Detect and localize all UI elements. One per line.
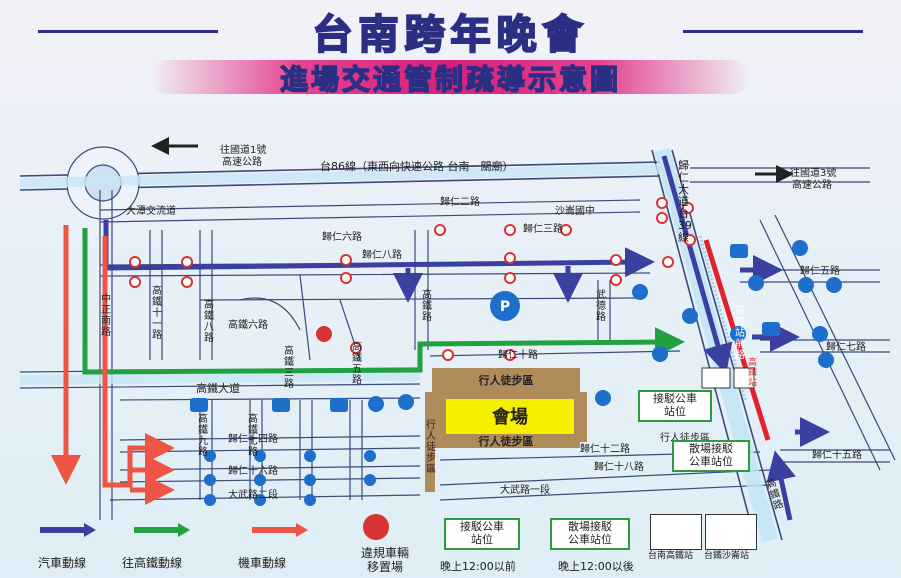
legend-car-label: 汽車動線 xyxy=(38,556,87,570)
hsr-station-icon xyxy=(650,514,702,550)
gaotie11-label: 高鐵十一路 xyxy=(152,286,162,341)
shuttle-stop-box: 接駁公車 站位 xyxy=(638,390,712,422)
legend-hsr-swatch xyxy=(134,523,190,537)
route86-overlay xyxy=(19,164,661,188)
rail-station-label: 高鐵站 xyxy=(748,358,758,388)
legend-scooter-swatch xyxy=(252,523,308,537)
freeway3-label-1: 往國道3號 xyxy=(790,166,836,179)
guiren12-label: 歸仁十二路 xyxy=(580,442,630,455)
guiren7-label: 歸仁七路 xyxy=(826,340,866,353)
gaotie-ave-label: 高鐵大道 xyxy=(196,381,240,395)
guiren14-label: 歸仁十四路 xyxy=(228,432,278,445)
rail-station-icon xyxy=(701,367,755,389)
svg-text:P: P xyxy=(500,299,510,315)
no-entry-signs xyxy=(129,197,696,361)
guiren18-label: 歸仁十八路 xyxy=(594,460,644,473)
gaotie-label: 高鐵路 xyxy=(422,290,432,323)
venue-label: 會場 xyxy=(492,406,528,428)
guiren16-label: 歸仁十六路 xyxy=(228,464,278,477)
legend-tow-label: 違規車輛 移置場 xyxy=(360,546,409,574)
dawu2-label: 大武路二段 xyxy=(228,488,278,501)
gaotie3-label: 高鐵三路 xyxy=(284,346,294,390)
landmark-label: 沙崙國中 xyxy=(555,204,595,217)
legend: 汽車動線 往高鐵動線 機車動線 違規車輛 移置場 接駁公車 站位 晚上12:00… xyxy=(0,510,901,578)
station-rd-label: 高鐵站前路 xyxy=(735,306,745,361)
hsr-routes xyxy=(82,228,685,375)
guiren10-label: 歸仁十路 xyxy=(498,348,538,361)
freeway1-label-1: 往國道1號 xyxy=(220,143,266,156)
gaotie-ave-overlay xyxy=(19,371,421,385)
tow-site-icon xyxy=(316,326,332,342)
rail-station-legend-label: 台鐵沙崙站 xyxy=(704,551,750,561)
legend-car-swatch xyxy=(40,523,96,537)
pedestrian-bottom-label: 行人徒步區 xyxy=(478,434,534,448)
legend-scooter-label: 機車動線 xyxy=(238,556,287,570)
hsr-station-label: 台南高鐵站 xyxy=(648,551,694,561)
route86-label: 台86線（東西向快速公路 台南－關廟） xyxy=(320,159,514,173)
gaotie8-label: 高鐵八路 xyxy=(204,300,214,344)
title-line-left xyxy=(38,30,218,33)
wude-label: 武德路 xyxy=(596,290,606,323)
legend-tow-icon xyxy=(363,514,389,540)
subtitle-band xyxy=(150,60,750,94)
legend-dispersal-box: 散場接駁 公車站位 xyxy=(550,518,630,550)
page-subtitle: 進場交通管制疏導示意圖 xyxy=(279,62,621,96)
zhongzheng-label: 中正南路 xyxy=(101,294,111,338)
guiren2-label: 歸仁二路 xyxy=(440,195,480,208)
pedestrian-left-label: 行人徒步區 xyxy=(426,420,436,475)
guiren6-label: 歸仁六路 xyxy=(322,230,362,243)
guiren15-label: 歸仁十五路 xyxy=(812,448,862,461)
gaotie6-label: 高鐵六路 xyxy=(228,318,268,331)
legend-hsr-label: 往高鐵動線 xyxy=(122,556,183,570)
dispersal-stop-box: 散場接駁 公車站位 xyxy=(672,440,750,472)
venue-box xyxy=(444,397,576,436)
scooter-routes xyxy=(51,225,175,505)
guiren3-label: 歸仁三路 xyxy=(523,222,563,235)
parking-icons xyxy=(190,240,842,506)
freeway1-label-2: 高速公路 xyxy=(222,155,262,168)
guiren8-label: 歸仁八路 xyxy=(362,248,402,261)
route39-label: 歸仁大道台39線 xyxy=(678,159,692,244)
pedestrian-zone xyxy=(425,368,587,492)
legend-dispersal-note: 晚上12:00以後 xyxy=(558,560,634,573)
legend-shuttle-note: 晚上12:00以前 xyxy=(440,560,516,573)
pedestrian-top-label: 行人徒步區 xyxy=(478,373,534,387)
parking-icon-main xyxy=(490,291,520,321)
guiren5-label: 歸仁五路 xyxy=(800,264,840,277)
title-line-right xyxy=(683,30,863,33)
daitan-label: 大潭交流道 xyxy=(126,204,176,217)
dawu1-label: 大武路一段 xyxy=(500,483,550,496)
freeway3-label-2: 高速公路 xyxy=(792,178,832,191)
rail-station-legend-icon xyxy=(705,514,757,550)
legend-shuttle-box: 接駁公車 站位 xyxy=(444,518,520,550)
map-labels: 往國道1號 高速公路 往國道3號 高速公路 台86線（東西向快速公路 台南－關廟… xyxy=(126,143,866,501)
gaotie7-label: 高鐵七路 xyxy=(248,414,258,458)
gaotie9-label: 高鐵九路 xyxy=(198,414,208,458)
page-title: 台南跨年晚會 xyxy=(312,11,589,59)
gaotie5-label: 高鐵五路 xyxy=(352,342,362,386)
